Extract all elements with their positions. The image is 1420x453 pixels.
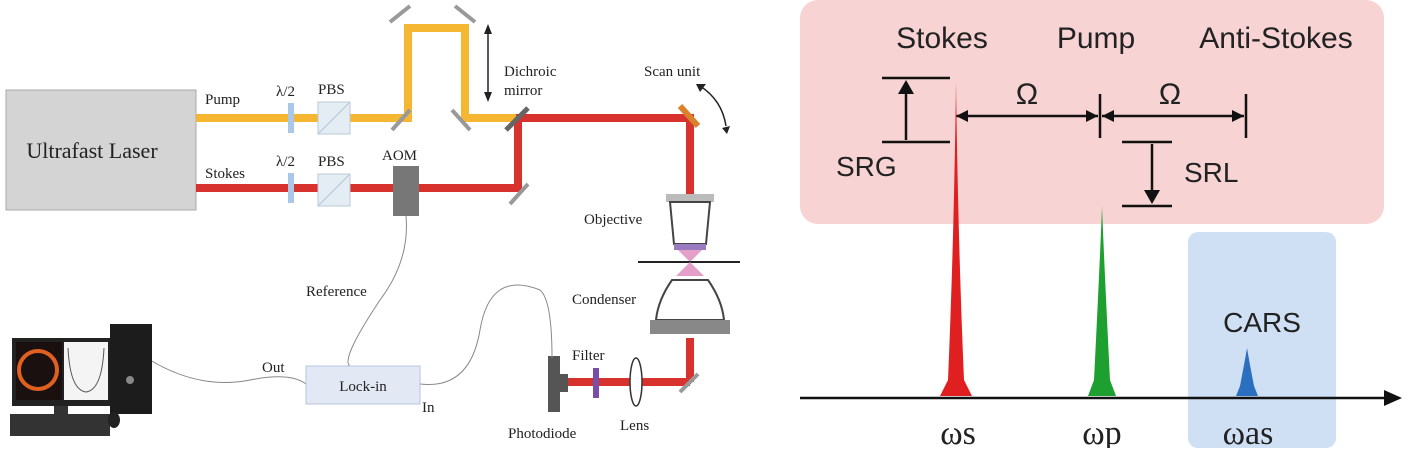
- condenser-label: Condenser: [572, 292, 636, 308]
- dichroic-label-line2: mirror: [504, 83, 542, 99]
- photodiode-body: [548, 356, 560, 412]
- condenser-base: [650, 320, 730, 334]
- out-label: Out: [262, 360, 285, 376]
- monitor-graph-curve: [67, 347, 105, 393]
- srl-label: SRL: [1184, 157, 1238, 188]
- filter: [593, 368, 599, 398]
- pump-peak: [1088, 206, 1116, 396]
- omega-left-arrowhead-left: [956, 110, 968, 122]
- computer-tower: [110, 324, 152, 414]
- stokes-label: Stokes: [205, 166, 245, 182]
- filter-label: Filter: [572, 348, 605, 364]
- omega-right-label: Ω: [1159, 78, 1181, 111]
- lockin-label: Lock-in: [339, 379, 387, 395]
- objective-tip: [674, 244, 706, 250]
- stokes-turning-mirror: [508, 182, 530, 206]
- omega-s-label: ωs: [940, 415, 976, 448]
- omega-p-label: ωp: [1082, 415, 1121, 448]
- cars-label: CARS: [1223, 307, 1301, 338]
- detection-turning-mirror: [678, 372, 700, 394]
- reference-label: Reference: [306, 284, 367, 300]
- focus-cone-lower: [676, 262, 704, 276]
- setup-svg: Ultrafast Laser Pump Stokes λ/2 λ/2 PBS …: [5, 4, 740, 442]
- objective-top: [666, 194, 714, 202]
- in-label: In: [422, 400, 435, 416]
- aom-label: AOM: [382, 148, 417, 164]
- pump-label: Pump: [205, 92, 240, 108]
- monitor-screen-right: [64, 342, 108, 400]
- spectrum-antistokes-label: Anti-Stokes: [1199, 22, 1352, 55]
- halfwave-stokes-label: λ/2: [276, 154, 295, 170]
- cars-blue-panel: [1188, 232, 1336, 448]
- raman-spectrum-panel: Stokes Pump Anti-Stokes Ω Ω SRG SRL CARS…: [752, 0, 1420, 452]
- monitor-stand: [54, 406, 68, 414]
- scan-unit-label: Scan unit: [644, 64, 701, 80]
- photodiode-window: [560, 374, 568, 392]
- lens-label: Lens: [620, 418, 649, 434]
- monitor-ring-image: [17, 349, 59, 391]
- pump-beam: [196, 24, 516, 122]
- signal-cable: [419, 284, 553, 386]
- omega-left-arrowhead-right: [1086, 110, 1098, 122]
- pbs-stokes-diagonal: [317, 173, 351, 207]
- computer-mouse: [108, 412, 120, 428]
- cars-peak: [1236, 348, 1258, 396]
- top-pink-panel: [800, 0, 1384, 224]
- keyboard: [10, 414, 110, 436]
- combined-beam: [516, 114, 694, 198]
- objective-label: Objective: [584, 212, 643, 228]
- delay-mirror-top-right: [453, 4, 477, 24]
- omega-right-arrowhead-left: [1102, 110, 1114, 122]
- omega-as-label: ωas: [1223, 415, 1274, 448]
- omega-right-arrowhead-right: [1232, 110, 1244, 122]
- pbs-stokes-label: PBS: [318, 154, 345, 170]
- scan-rotation-arrow: [699, 85, 727, 127]
- aom-device: [393, 166, 419, 216]
- scan-arrow-head-top: [696, 84, 706, 92]
- pbs-pump-diagonal: [317, 101, 351, 135]
- condenser-body: [654, 279, 726, 321]
- pbs-pump-label: PBS: [318, 82, 345, 98]
- omega-left-label: Ω: [1016, 78, 1038, 111]
- dichroic-mirror: [504, 106, 530, 132]
- frequency-axis-arrowhead: [1384, 390, 1402, 406]
- halfwave-pump-label: λ/2: [276, 84, 295, 100]
- lockin-box: [305, 365, 421, 405]
- delay-mirror-bottom-right: [450, 108, 472, 132]
- srg-label: SRG: [836, 151, 897, 182]
- halfwave-plate-pump: [288, 103, 294, 133]
- srg-arrowhead: [898, 80, 914, 94]
- delay-arrow-head-down: [484, 92, 492, 102]
- delay-mirror-bottom-left: [390, 108, 412, 132]
- reference-cable: [347, 215, 407, 367]
- dichroic-label-line1: Dichroic: [504, 64, 557, 80]
- focus-cone-upper: [678, 250, 702, 262]
- scan-mirror: [677, 103, 701, 129]
- delay-arrow-head-up: [484, 24, 492, 34]
- stokes-peak: [940, 82, 972, 396]
- halfwave-plate-stokes: [288, 173, 294, 203]
- delay-mirror-top-left: [388, 4, 412, 24]
- lens: [629, 357, 643, 407]
- srl-arrowhead: [1144, 190, 1160, 204]
- ultrafast-laser-box: [5, 89, 197, 211]
- stokes-beam: [196, 118, 522, 192]
- spectrum-stokes-label: Stokes: [896, 22, 988, 55]
- spectrum-svg: Stokes Pump Anti-Stokes Ω Ω SRG SRL CARS…: [800, 0, 1402, 452]
- photodiode-label: Photodiode: [508, 426, 577, 442]
- spectrum-pump-label: Pump: [1057, 22, 1135, 55]
- setup-schematic: Ultrafast Laser Pump Stokes λ/2 λ/2 PBS …: [5, 4, 740, 442]
- output-cable: [149, 359, 307, 385]
- laser-label: Ultrafast Laser: [26, 138, 158, 163]
- objective-body: [668, 201, 712, 245]
- tower-power-button: [126, 376, 134, 384]
- scan-arrow-head-bottom: [722, 126, 730, 134]
